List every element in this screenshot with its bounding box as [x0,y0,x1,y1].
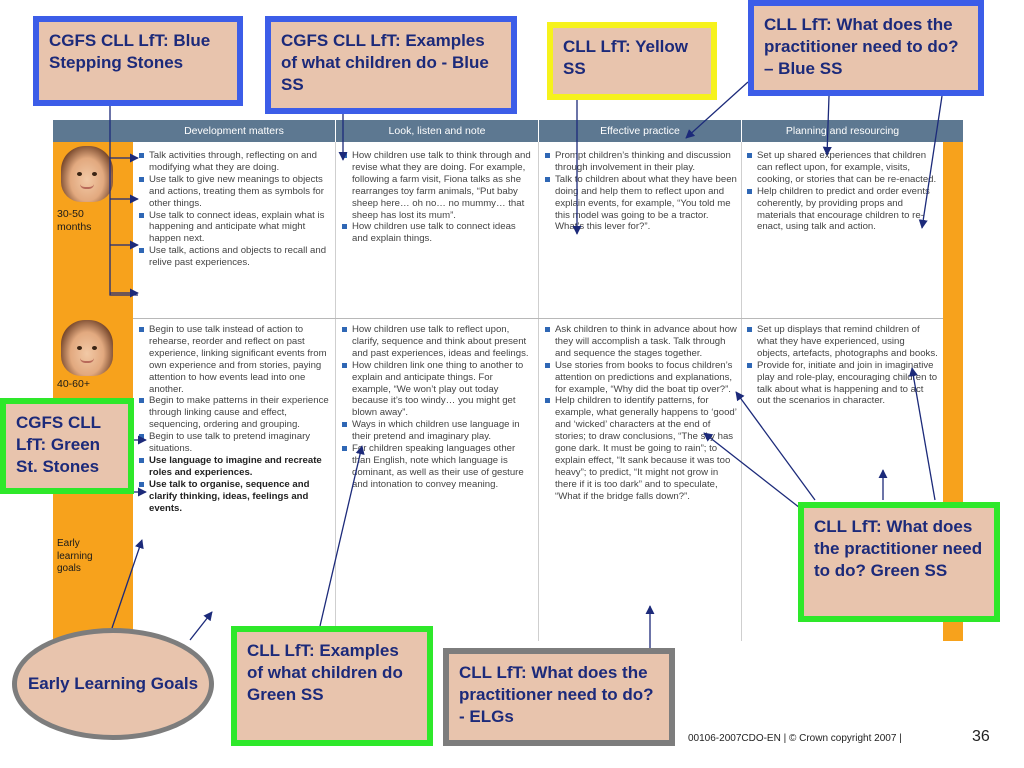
list-item: Help children to identify patterns, for … [545,395,737,502]
cell-r1-development: Talk activities through, reflecting on a… [139,150,331,269]
early-learning-goals-label: Early learning goals [57,538,93,574]
list-item: How children use talk to connect ideas a… [342,221,534,245]
callout-practitioner-elg: CLL LfT: What does the practitioner need… [443,648,675,746]
header-effective-practice: Effective practice [539,120,741,142]
header-spacer [943,120,963,142]
list-item: Use stories from books to focus children… [545,360,737,396]
list-item-elg: Use talk to organise, sequence and clari… [139,479,331,515]
page-number: 36 [972,728,990,745]
list-item: How children use talk to reflect upon, c… [342,324,534,360]
callout-practitioner-green: CLL LfT: What does the practitioner need… [798,502,1000,622]
list-item: Ways in which children use language in t… [342,419,534,443]
list-item: Help children to predict and order event… [747,186,939,234]
list-item: Provide for, initiate and join in imagin… [747,360,939,408]
cell-r1-effective-practice: Prompt children’s thinking and discussio… [545,150,737,233]
list-item: Begin to use talk to pretend imaginary s… [139,431,331,455]
list-item: How children use talk to think through a… [342,150,534,221]
list-item: Use talk to give new meanings to objects… [139,174,331,210]
cell-r1-look-listen: How children use talk to think through a… [342,150,534,245]
header-development-matters: Development matters [133,120,335,142]
list-item: Talk to children about what they have be… [545,174,737,234]
list-item: Begin to use talk instead of action to r… [139,324,331,395]
age-30-50-months: 30-50 months [57,208,92,233]
callout-cgfs-green-stepping-stones: CGFS CLL LfT: Green St. Stones [0,398,134,494]
list-item: How children link one thing to another t… [342,360,534,420]
header-planning-resourcing: Planning and resourcing [742,120,943,142]
column-divider [335,142,336,641]
callout-cgfs-examples-blue: CGFS CLL LfT: Examples of what children … [265,16,517,114]
header-look-listen-note: Look, listen and note [336,120,538,142]
list-item: Begin to make patterns in their experien… [139,395,331,431]
age-40-60-plus: 40-60+ [57,378,90,390]
callout-yellow-ss: CLL LfT: Yellow SS [547,22,717,100]
list-item: Ask children to think in advance about h… [545,324,737,360]
callout-cgfs-blue-stepping-stones: CGFS CLL LfT: Blue Stepping Stones [33,16,243,106]
cell-r1-planning: Set up shared experiences that children … [747,150,939,233]
list-item: Set up displays that remind children of … [747,324,939,360]
cell-r2-development: Begin to use talk instead of action to r… [139,324,331,515]
list-item: Use talk, actions and objects to recall … [139,245,331,269]
child-photo-40-60 [61,320,113,376]
row-divider [133,318,943,319]
header-age-blank [53,120,133,142]
cell-r2-effective-practice: Ask children to think in advance about h… [545,324,737,503]
cell-r2-planning: Set up displays that remind children of … [747,324,939,407]
footer-copyright: 00106-2007CDO-EN | © Crown copyright 200… [688,733,902,744]
cell-r2-look-listen: How children use talk to reflect upon, c… [342,324,534,491]
callout-examples-green: CLL LfT: Examples of what children do Gr… [231,626,433,746]
list-item-elg: Use language to imagine and recreate rol… [139,455,331,479]
column-divider [538,142,539,641]
list-item: Talk activities through, reflecting on a… [139,150,331,174]
child-photo-30-50 [61,146,113,202]
list-item: Set up shared experiences that children … [747,150,939,186]
list-item: Prompt children’s thinking and discussio… [545,150,737,174]
callout-early-learning-goals: Early Learning Goals [12,628,214,740]
column-divider [741,142,742,641]
callout-practitioner-blue: CLL LfT: What does the practitioner need… [748,0,984,96]
list-item: For children speaking languages other th… [342,443,534,491]
list-item: Use talk to connect ideas, explain what … [139,210,331,246]
